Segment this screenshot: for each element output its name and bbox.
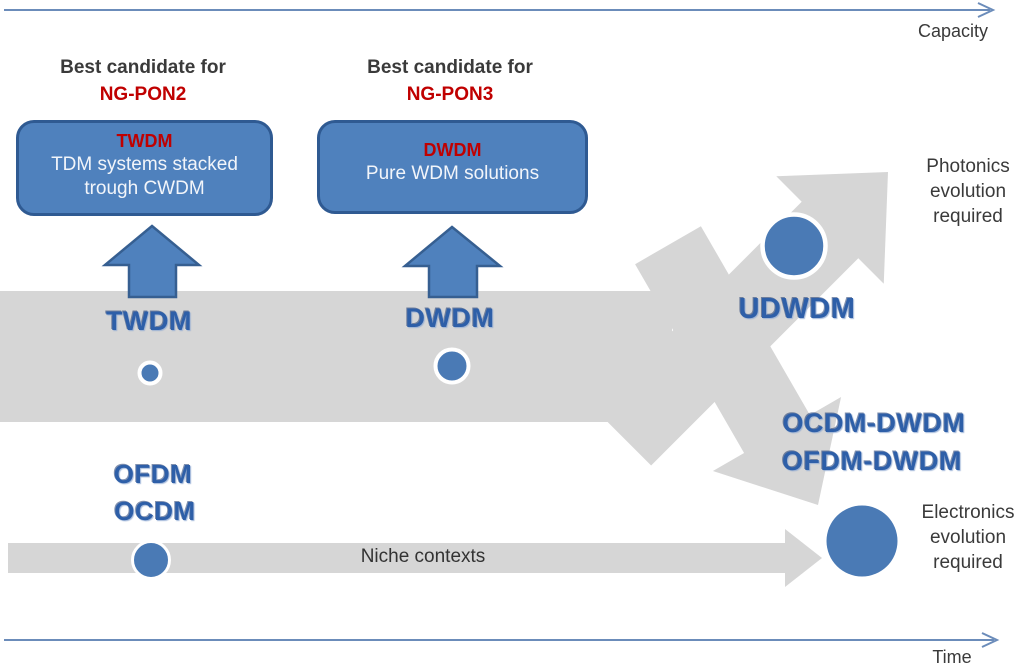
dwdm-up-arrow <box>401 225 504 299</box>
twdm-band-label: TWDM <box>106 306 192 336</box>
udwdm-band-label: UDWDM <box>738 293 856 325</box>
ngpon3-name: NG-PON3 <box>406 84 494 105</box>
niche-contexts-label: Niche contexts <box>360 546 486 567</box>
electronics-note-line-2: evolution <box>929 527 1007 548</box>
twdm-node-circle <box>137 360 163 386</box>
photonics-note-line-2: evolution <box>929 181 1007 202</box>
twdm-candidate-box: TWDM TDM systems stacked trough CWDM <box>16 120 273 216</box>
dwdm-band-label: DWDM <box>405 303 495 333</box>
electronics-branch-arrow <box>635 226 842 505</box>
ngpon3-heading: Best candidate for <box>367 57 533 78</box>
ngpon2-heading: Best candidate for <box>60 57 226 78</box>
ofdm-ocdm-node-circle <box>131 540 171 580</box>
time-axis-label: Time <box>932 647 972 667</box>
time-axis-arrow <box>4 632 1000 648</box>
electronics-note-line-1: Electronics <box>921 502 1015 523</box>
udwdm-node-circle <box>760 212 828 280</box>
capacity-axis-label: Capacity <box>917 21 989 41</box>
twdm-up-arrow <box>101 224 203 299</box>
ngpon2-name: NG-PON2 <box>99 84 187 105</box>
dwdm-box-title: DWDM <box>423 140 482 160</box>
ocdm-dwdm-label: OCDM-DWDM <box>782 408 966 438</box>
electronics-note: Electronics evolution required <box>922 500 1015 575</box>
ofdm-label: OFDM <box>113 459 193 489</box>
twdm-box-title: TWDM <box>116 131 173 151</box>
ocdm-label: OCDM <box>114 496 196 526</box>
electronics-node-circle <box>826 505 898 577</box>
twdm-box-line-1: TDM systems stacked <box>51 154 238 175</box>
capacity-axis-arrow <box>4 2 996 18</box>
photonics-note-line-3: required <box>933 206 1003 227</box>
dwdm-candidate-box: DWDM Pure WDM solutions <box>317 120 588 214</box>
photonics-note-line-1: Photonics <box>926 156 1010 177</box>
electronics-note-line-3: required <box>933 552 1003 573</box>
dwdm-box-line-1: Pure WDM solutions <box>365 163 540 184</box>
twdm-box-line-2: trough CWDM <box>84 178 205 199</box>
niche-band-arrowhead <box>785 529 822 587</box>
dwdm-node-circle <box>433 347 471 385</box>
main-timeline-band <box>0 291 672 422</box>
ofdm-dwdm-label: OFDM-DWDM <box>782 446 962 476</box>
photonics-note: Photonics evolution required <box>926 154 1009 229</box>
